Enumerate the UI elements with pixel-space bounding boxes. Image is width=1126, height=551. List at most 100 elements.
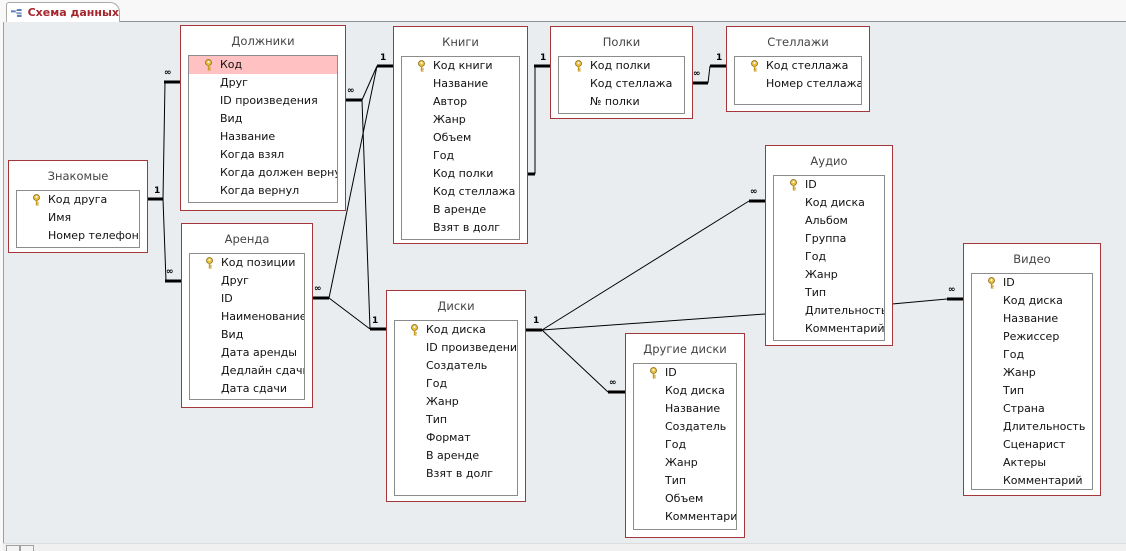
field-row[interactable]: Дедлайн сдачи: [190, 362, 304, 380]
field-row[interactable]: Дата сдачи: [190, 380, 304, 398]
field-row[interactable]: Год: [774, 248, 884, 266]
field-row[interactable]: Вид: [190, 326, 304, 344]
field-row[interactable]: Друг: [189, 74, 337, 92]
field-row[interactable]: Жанр: [972, 364, 1092, 382]
field-row[interactable]: Актеры: [972, 454, 1092, 472]
field-row[interactable]: Взят в долг: [395, 465, 517, 483]
field-row[interactable]: Тип: [395, 411, 517, 429]
field-row[interactable]: Взят в долг: [402, 219, 519, 237]
tab-schema[interactable]: Схема данных: [6, 2, 120, 22]
field-row[interactable]: В аренде: [402, 201, 519, 219]
horizontal-scrollbar[interactable]: [3, 543, 1126, 551]
field-row[interactable]: Жанр: [774, 266, 884, 284]
field-name: Сценарист: [1003, 438, 1066, 451]
field-row[interactable]: Создатель: [634, 418, 736, 436]
field-row[interactable]: Код диска: [774, 194, 884, 212]
field-row[interactable]: Друг: [190, 272, 304, 290]
field-row[interactable]: Год: [402, 147, 519, 165]
field-row[interactable]: Тип: [972, 382, 1092, 400]
field-row[interactable]: Код диска: [395, 321, 517, 339]
field-row[interactable]: В аренде: [395, 447, 517, 465]
field-row[interactable]: Когда взял: [189, 146, 337, 164]
field-row[interactable]: Сценарист: [972, 436, 1092, 454]
field-row[interactable]: Вид: [189, 110, 337, 128]
field-row[interactable]: Год: [395, 375, 517, 393]
field-row[interactable]: Группа: [774, 230, 884, 248]
field-row[interactable]: Название: [972, 310, 1092, 328]
field-name: Название: [433, 77, 489, 90]
field-row[interactable]: Создатель: [395, 357, 517, 375]
field-row[interactable]: Тип: [774, 284, 884, 302]
field-row[interactable]: Номер телефона: [17, 227, 139, 245]
field-row[interactable]: Когда должен вернуть: [189, 164, 337, 182]
field-row[interactable]: Код позиции: [190, 254, 304, 272]
field-row[interactable]: Альбом: [774, 212, 884, 230]
field-row[interactable]: ID: [972, 274, 1092, 292]
field-row[interactable]: ID произведения: [189, 92, 337, 110]
field-row[interactable]: Режиссер: [972, 328, 1092, 346]
field-row[interactable]: Когда вернул: [189, 182, 337, 200]
field-row[interactable]: Комментарий: [774, 320, 884, 338]
field-row[interactable]: Код полки: [402, 165, 519, 183]
field-row[interactable]: Название: [189, 128, 337, 146]
field-name: Создатель: [665, 420, 727, 433]
field-row[interactable]: Жанр: [634, 454, 736, 472]
field-row[interactable]: Номер стеллажа: [735, 75, 861, 93]
field-row[interactable]: Код стеллажа: [402, 183, 519, 201]
field-row[interactable]: Год: [972, 346, 1092, 364]
field-row[interactable]: ID: [774, 176, 884, 194]
field-row[interactable]: Код стеллажа: [559, 75, 684, 93]
field-row[interactable]: Код: [189, 56, 337, 74]
field-row[interactable]: ID: [190, 290, 304, 308]
field-row[interactable]: Название: [634, 400, 736, 418]
field-row[interactable]: Код диска: [634, 382, 736, 400]
field-row[interactable]: Год: [634, 436, 736, 454]
field-row[interactable]: Страна: [972, 400, 1092, 418]
field-row[interactable]: ID: [634, 364, 736, 382]
field-row[interactable]: Код диска: [972, 292, 1092, 310]
field-row[interactable]: Комментарий: [634, 508, 736, 526]
field-row[interactable]: Длительность: [774, 302, 884, 320]
field-row[interactable]: Наименование: [190, 308, 304, 326]
field-row[interactable]: Длительность: [972, 418, 1092, 436]
field-row[interactable]: Имя: [17, 209, 139, 227]
field-row[interactable]: Автор: [402, 93, 519, 111]
field-row[interactable]: Код полки: [559, 57, 684, 75]
field-row[interactable]: Код стеллажа: [735, 57, 861, 75]
field-row[interactable]: Жанр: [395, 393, 517, 411]
field-row[interactable]: № полки: [559, 93, 684, 111]
field-row[interactable]: Объем: [634, 490, 736, 508]
field-row[interactable]: Код книги: [402, 57, 519, 75]
field-row[interactable]: Жанр: [402, 111, 519, 129]
field-row[interactable]: Дата аренды: [190, 344, 304, 362]
field-row[interactable]: Код друга: [17, 191, 139, 209]
field-row[interactable]: ID произведений: [395, 339, 517, 357]
field-row[interactable]: Объем: [402, 129, 519, 147]
field-row[interactable]: Формат: [395, 429, 517, 447]
field-row[interactable]: Название: [402, 75, 519, 93]
scroll-right-button[interactable]: [20, 545, 34, 551]
field-row[interactable]: Комментарий: [972, 472, 1092, 490]
scroll-left-button[interactable]: [6, 545, 20, 551]
field-row[interactable]: Тип: [634, 472, 736, 490]
